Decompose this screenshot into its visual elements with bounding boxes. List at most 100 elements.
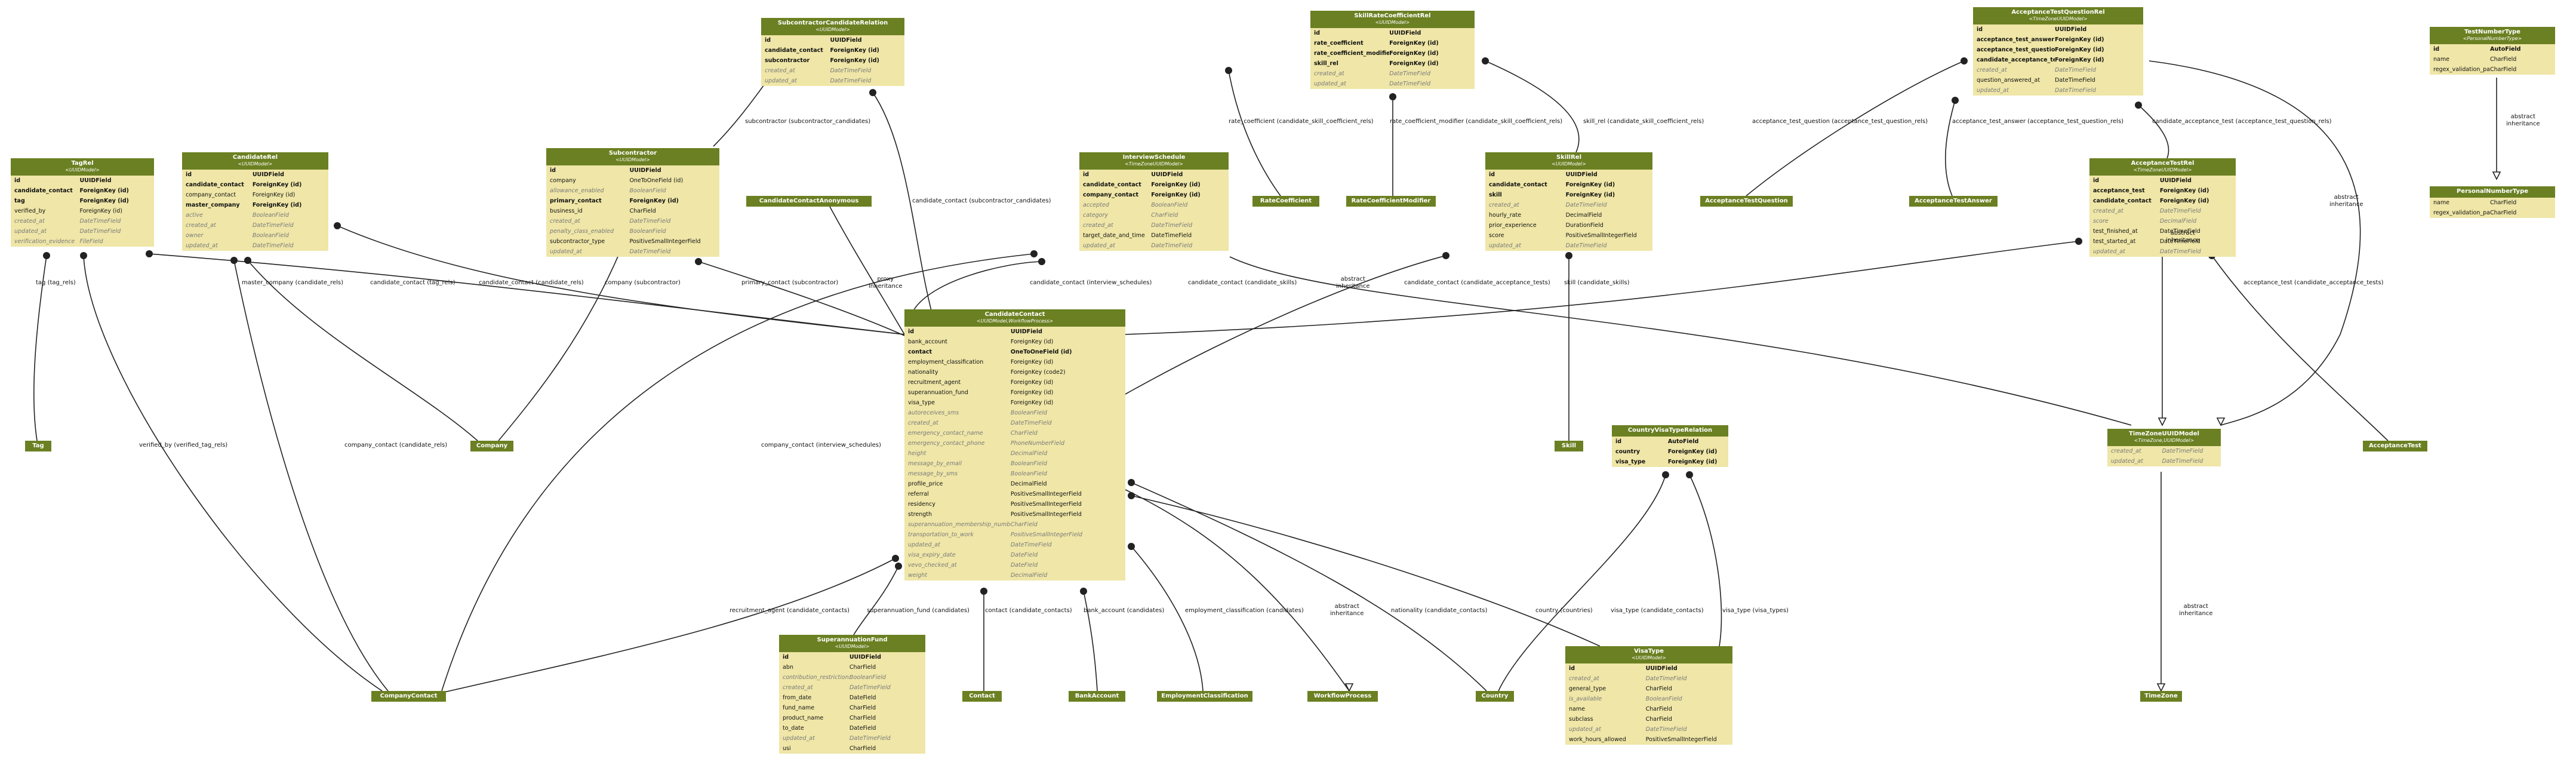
model-chip-workflow-process[interactable]: WorkflowProcess (1307, 691, 1378, 702)
field-type: BooleanField (1010, 460, 1047, 467)
edge-label-candidate-contact-tag-rels: candidate_contact (tag_rels) (370, 279, 456, 286)
model-chip-skill[interactable]: Skill (1555, 441, 1583, 451)
model-title: SuperannuationFund (817, 637, 888, 643)
field-type: UUIDField (252, 171, 284, 178)
field-name: updated_at (2111, 458, 2143, 465)
model-chip-rate-coefficient-modifier[interactable]: RateCoefficientModifier (1346, 196, 1436, 207)
edge-label-superannuation-fund-label: superannuation_fund (candidates) (867, 607, 970, 614)
model-chip-employment-classification[interactable]: EmploymentClassification (1157, 691, 1252, 702)
edge-country-countries-end (1662, 471, 1669, 478)
edge-tag (33, 255, 47, 441)
model-chip-candidate-contact-anonymous[interactable]: CandidateContactAnonymous (746, 196, 872, 207)
field-name: id (908, 328, 915, 335)
edge-label-company-contact-interview: company_contact (interview_schedules) (761, 442, 881, 448)
field-type: DateTimeField (1010, 542, 1052, 548)
field-name: regex_validation_pattern (2433, 66, 2490, 73)
field-name: updated_at (1489, 242, 1521, 249)
model-header: AcceptanceTestQuestionRel<TimeZoneUUIDMo… (1973, 7, 2143, 24)
edge-superannuation-fund (853, 566, 899, 635)
model-chip-acceptance-test[interactable]: AcceptanceTest (2363, 441, 2427, 451)
field-type: PositiveSmallIntegerField (1010, 491, 1082, 497)
field-name: work_hours_allowed (1569, 736, 1626, 743)
edge-label-abstract-inheritance-numbertype: abstract inheritance (2506, 113, 2540, 127)
field-name: id (1489, 171, 1495, 178)
model-chip-time-zone[interactable]: TimeZone (2140, 691, 2182, 702)
model-header: SkillRateCoefficientRel<UUIDModel> (1310, 11, 1475, 28)
field-name: created_at (1569, 675, 1599, 682)
field-type: BooleanField (629, 188, 666, 194)
field-type: BooleanField (1645, 696, 1682, 702)
field-name: updated_at (2093, 248, 2125, 255)
model-chip-country[interactable]: Country (1476, 691, 1514, 702)
field-type: PhoneNumberField (1010, 440, 1065, 447)
field-name: contact (908, 349, 932, 355)
field-type: DecimalField (1010, 450, 1048, 457)
model-chip-company-contact[interactable]: CompanyContact (371, 691, 446, 702)
model-candidate-contact[interactable]: CandidateContact<UUIDModel,WorkflowProce… (904, 309, 1125, 580)
edge-recruitment-agent (441, 558, 896, 693)
field-type: ForeignKey (id) (79, 198, 129, 204)
field-name: from_date (783, 695, 812, 701)
model-subtitle: <PersonalNumberType> (2463, 36, 2522, 41)
model-time-zone-uuid-model[interactable]: TimeZoneUUIDModel<TimeZone,UUIDModel>cre… (2107, 429, 2221, 466)
field-name: test_finished_at (2093, 228, 2138, 235)
field-type: ForeignKey (id) (1010, 359, 1054, 365)
edge-skill-rel (1485, 60, 1580, 153)
field-type: ForeignKey (id) (1389, 40, 1439, 47)
model-chip-rate-coefficient[interactable]: RateCoefficient (1252, 196, 1319, 207)
field-type: DecimalField (1565, 212, 1602, 219)
model-chip-company[interactable]: Company (470, 441, 513, 451)
field-type: DateTimeField (2162, 448, 2203, 454)
inherit-arrow-atr (2158, 417, 2167, 426)
model-chip-acceptance-test-question[interactable]: AcceptanceTestQuestion (1700, 196, 1793, 207)
model-subtitle: <UUIDModel> (615, 157, 650, 162)
edge-label-rate-coefficient-rels: rate_coefficient (candidate_skill_coeffi… (1229, 118, 1374, 125)
model-header: SubcontractorCandidateRelation<UUIDModel… (761, 18, 904, 35)
model-chip-tag[interactable]: Tag (25, 441, 51, 451)
field-name: candidate_contact (765, 47, 823, 54)
edge-contact-end (980, 588, 987, 595)
model-header: TimeZoneUUIDModel<TimeZone,UUIDModel> (2107, 429, 2221, 446)
field-type: BooleanField (1010, 410, 1047, 416)
model-chip-contact[interactable]: Contact (962, 691, 1002, 702)
field-type: ForeignKey (id) (1010, 379, 1054, 386)
field-type: ForeignKey (id) (1010, 400, 1054, 406)
field-name: accepted (1083, 202, 1109, 208)
model-subcontractor-candidate-relation[interactable]: SubcontractorCandidateRelation<UUIDModel… (761, 18, 904, 86)
model-chip-acceptance-test-answer[interactable]: AcceptanceTestAnswer (1909, 196, 1998, 207)
field-type: OneToOneField (id) (1010, 349, 1072, 355)
edge-rate-coefficient-modifier-end (1389, 93, 1396, 100)
model-chip-bank-account[interactable]: BankAccount (1069, 691, 1125, 702)
model-header: VisaType<UUIDModel> (1565, 646, 1732, 663)
field-type: DateTimeField (2055, 67, 2096, 73)
field-name: contribution_restrictions (783, 674, 850, 681)
model-acceptance-test-question-rel[interactable]: AcceptanceTestQuestionRel<TimeZoneUUIDMo… (1973, 7, 2143, 96)
field-type: ForeignKey (id) (1565, 182, 1615, 188)
